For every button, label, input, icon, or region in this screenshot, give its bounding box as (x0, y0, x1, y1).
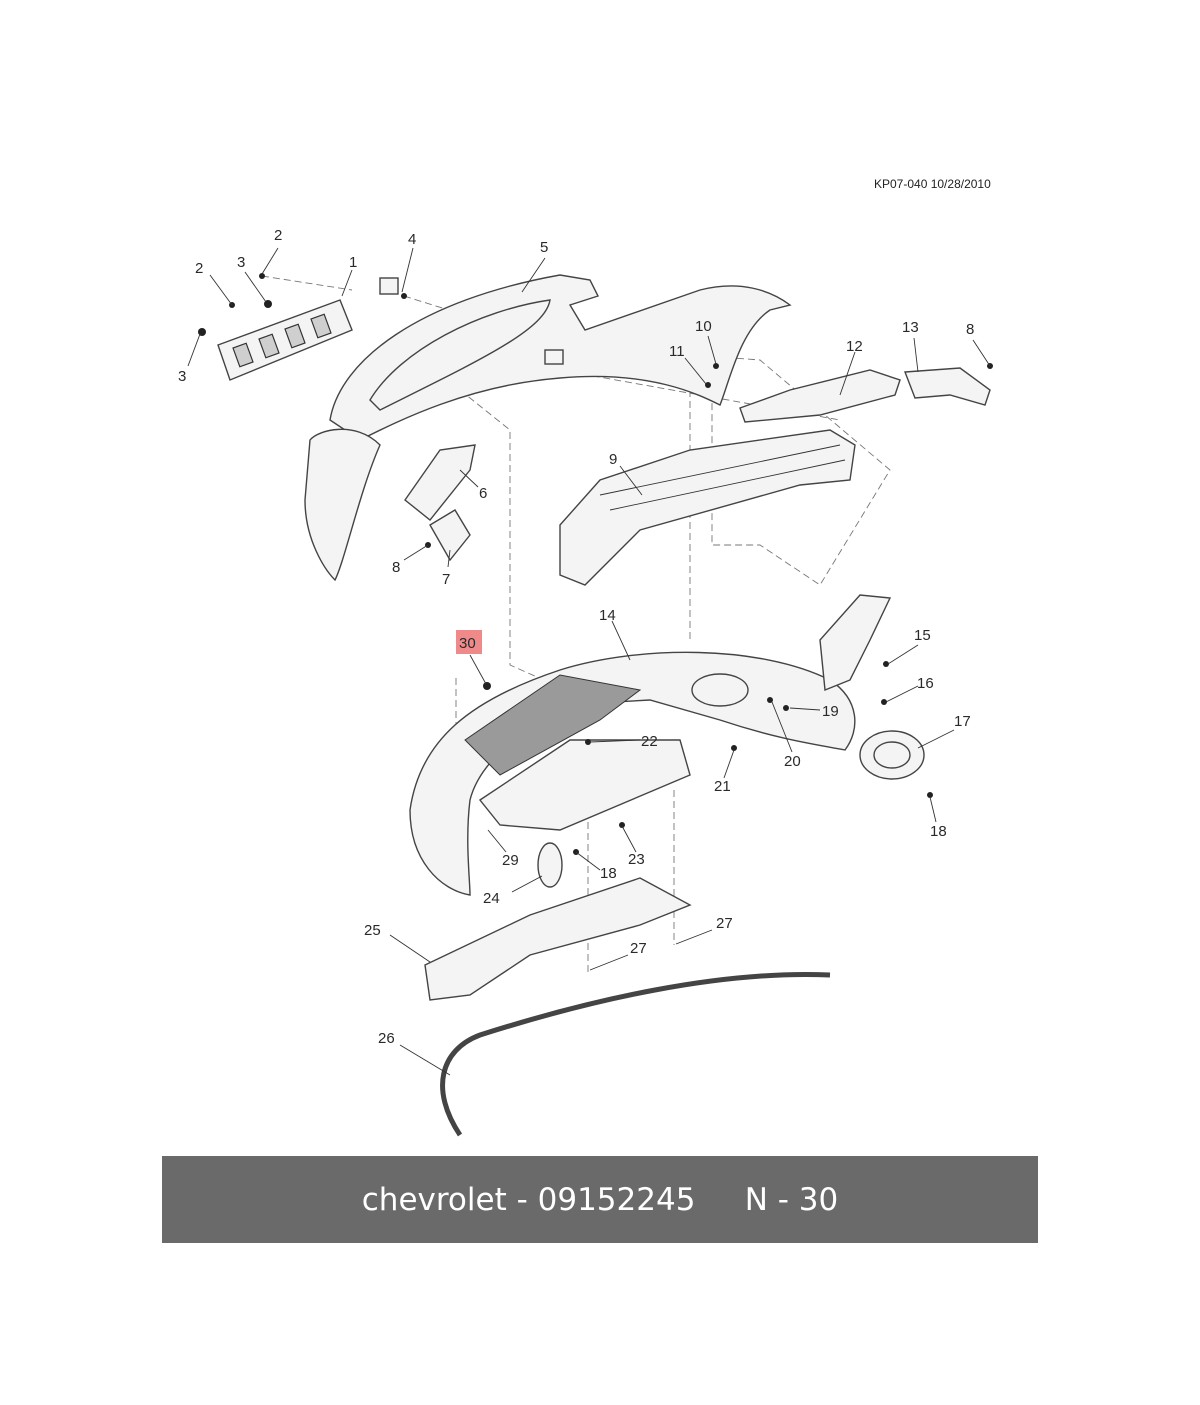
callout-label: 27 (630, 940, 647, 957)
callout-label: 6 (479, 485, 487, 502)
callout-label: 13 (902, 319, 919, 336)
license-plate-bracket (217, 299, 353, 381)
callout-label: 25 (364, 922, 381, 939)
caption-brand: chevrolet (361, 1181, 507, 1218)
lower-fascia (409, 594, 892, 896)
bracket-12 (739, 369, 901, 423)
caption-separator: - (506, 1181, 538, 1218)
bracket-13 (904, 367, 991, 406)
underbody-panel (478, 739, 691, 831)
bumper-fascia-upper (304, 274, 792, 582)
clip-4 (379, 277, 399, 295)
energy-absorber (559, 429, 856, 586)
caption-text: chevrolet - 09152245 N - 30 (362, 1182, 839, 1218)
lower-shield (424, 877, 692, 1001)
bracket-6 (404, 444, 476, 521)
callout-30-highlight (456, 630, 482, 654)
reference-code: KP07-040 10/28/2010 (874, 177, 991, 191)
caption-part-number: 09152245 (537, 1181, 696, 1218)
callout-label: 11 (669, 343, 685, 360)
callout-label: 15 (914, 627, 931, 644)
lower-trim-strip (440, 971, 831, 1137)
callout-leaders (187, 247, 991, 1076)
callout-label: 2 (195, 260, 203, 277)
fasteners (198, 273, 993, 855)
callout-label: 20 (784, 753, 801, 770)
callout-label: 27 (716, 915, 733, 932)
callout-label: 8 (392, 559, 400, 576)
callout-label: 8 (966, 321, 974, 338)
callout-label: 4 (408, 231, 416, 248)
callout-label: 2 (274, 227, 282, 244)
callout-label: 3 (237, 254, 245, 271)
callout-label: 18 (930, 823, 947, 840)
caption-position-label: N - 30 (744, 1181, 839, 1218)
bracket-7 (429, 509, 471, 562)
caption-bar: chevrolet - 09152245 N - 30 (162, 1156, 1038, 1243)
callout-label-30: 30 (459, 635, 476, 652)
callout-label: 18 (600, 865, 617, 882)
callout-label: 24 (483, 890, 500, 907)
exploded-parts-diagram: KP07-040 10/28/2010 (178, 177, 993, 1137)
callout-label: 16 (917, 675, 934, 692)
fog-lamp-bezel (859, 730, 925, 780)
callout-label: 12 (846, 338, 863, 355)
callout-label: 7 (442, 571, 450, 588)
callout-label: 17 (954, 713, 971, 730)
callout-label: 23 (628, 851, 645, 868)
bezel-24 (537, 842, 563, 888)
callout-label: 1 (349, 254, 357, 271)
callout-label: 22 (641, 733, 658, 750)
callout-label: 9 (609, 451, 617, 468)
callout-label: 14 (599, 607, 616, 624)
callout-label: 10 (695, 318, 712, 335)
callout-label: 5 (540, 239, 548, 256)
callout-label: 3 (178, 368, 186, 385)
callout-label: 29 (502, 852, 519, 869)
grille-mesh (464, 674, 642, 776)
callout-labels: 1 2 2 3 3 4 5 6 7 8 8 9 10 11 12 13 14 1… (178, 227, 974, 1047)
callout-label: 26 (378, 1030, 395, 1047)
callout-label: 19 (822, 703, 839, 720)
callout-label: 21 (714, 778, 731, 795)
